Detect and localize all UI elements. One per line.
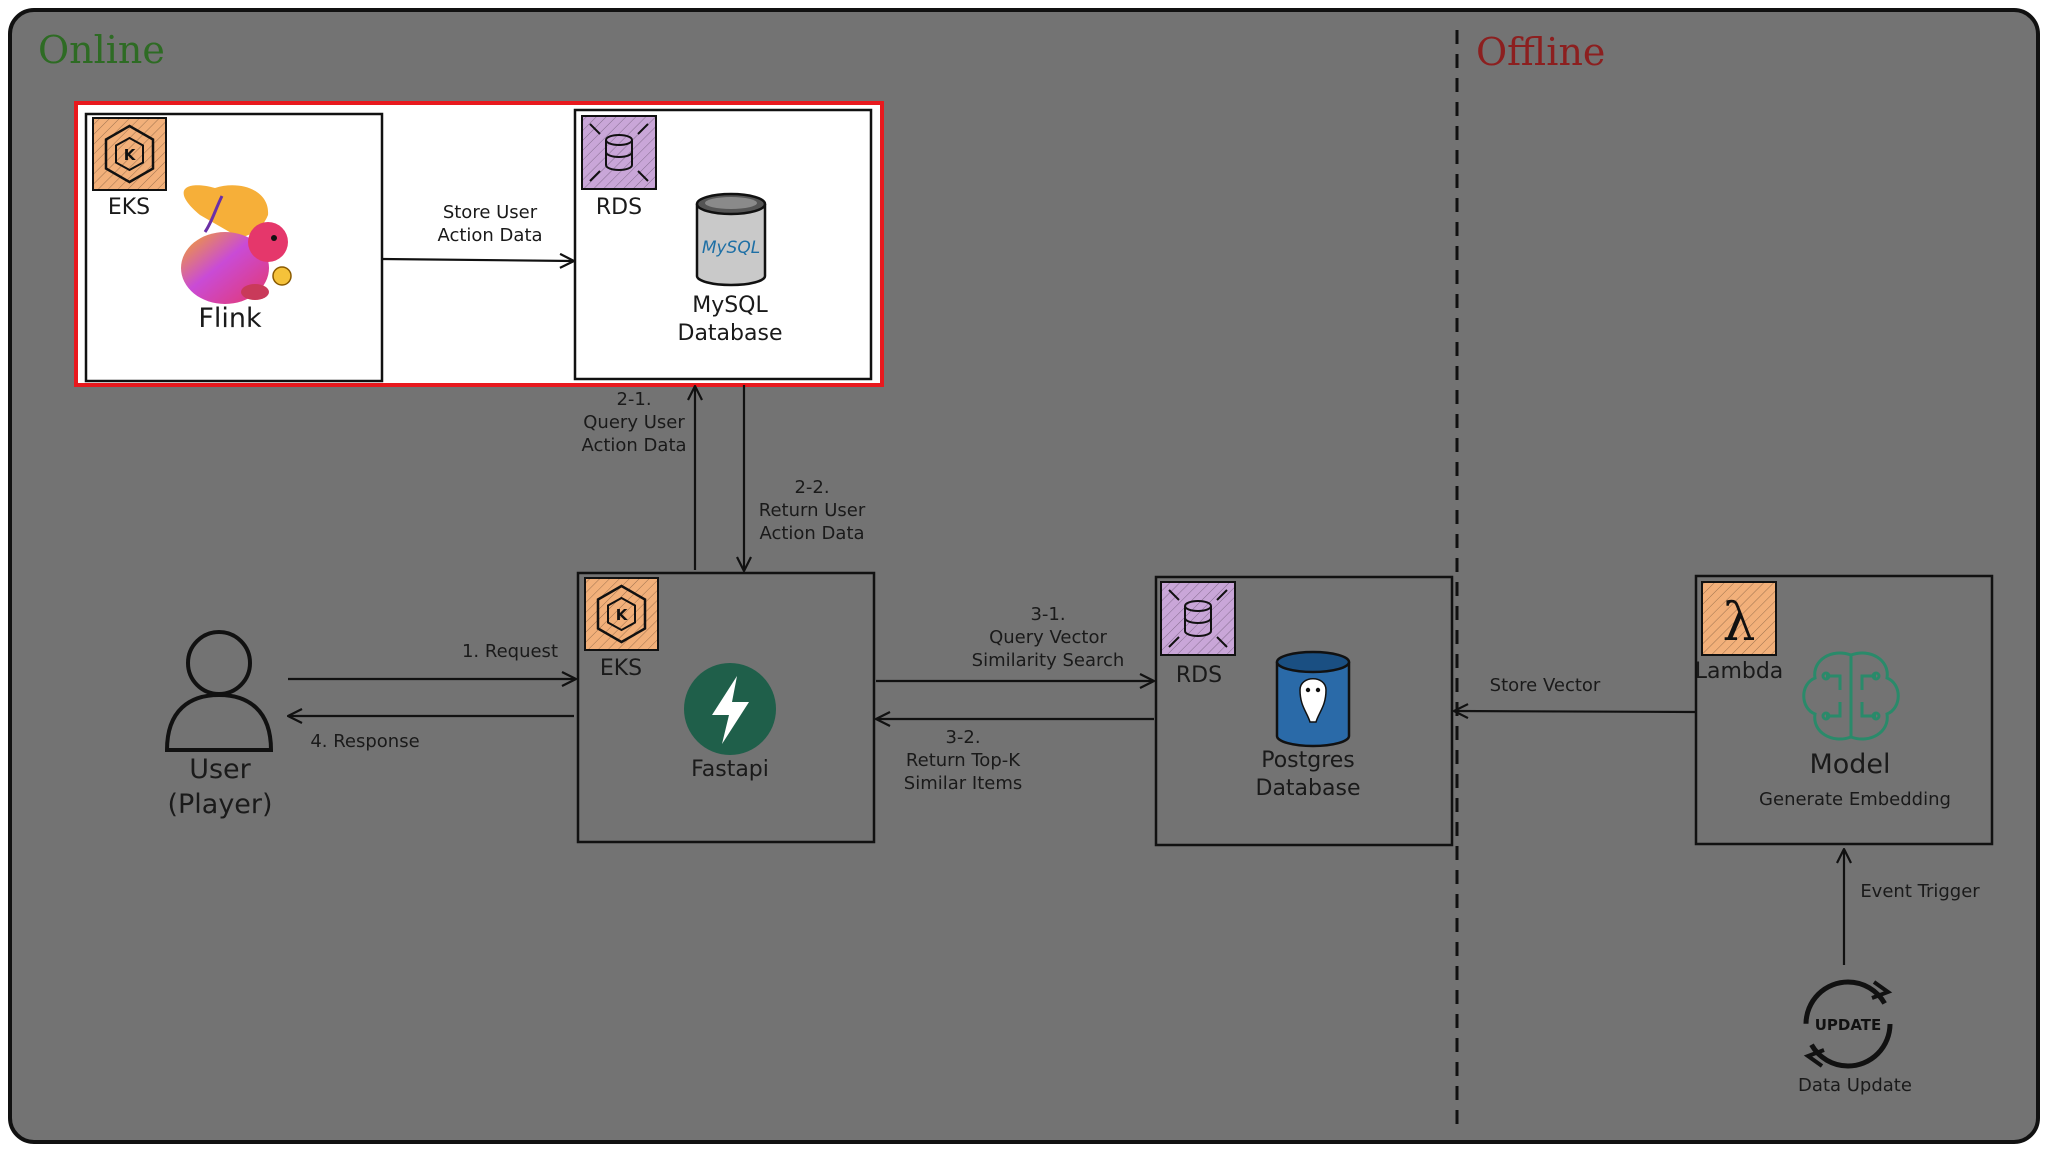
flink-logo-icon: [181, 185, 292, 304]
flink-name: Flink: [198, 303, 262, 334]
svg-text:K: K: [124, 146, 137, 164]
online-section-title: Online: [38, 28, 165, 72]
svg-text:UPDATE: UPDATE: [1815, 1016, 1882, 1034]
edges: [288, 259, 1844, 965]
rds-icon: [581, 115, 657, 190]
edge-label-store-action: Store User Action Data: [437, 202, 543, 247]
mysql-badge-label: RDS: [595, 195, 643, 220]
lambda-icon: λ: [1701, 581, 1777, 656]
update-icon: UPDATE: [1803, 979, 1893, 1069]
user-icon: [164, 630, 274, 752]
model-box: [1694, 574, 1994, 846]
edge-label-request: 1. Request: [461, 641, 558, 662]
edge-label-return-action: 2-2. Return User Action Data: [758, 477, 866, 545]
edge-label-store-vector: Store Vector: [1489, 675, 1601, 696]
mysql-logo-icon: MySQL: [695, 192, 767, 287]
eks-icon: K: [584, 577, 659, 651]
flink-badge-label: EKS: [107, 195, 151, 220]
fastapi-badge-label: EKS: [599, 656, 643, 681]
mysql-name: MySQL Database: [677, 293, 783, 347]
edge-label-query-vector: 3-1. Query Vector Similarity Search: [971, 604, 1125, 672]
svg-text:MySQL: MySQL: [702, 238, 760, 258]
svg-text:λ: λ: [1723, 593, 1756, 653]
offline-section-title: Offline: [1476, 30, 1606, 74]
user-name: User (Player): [167, 754, 273, 820]
postgres-logo-icon: [1275, 650, 1351, 748]
data-update-label: Data Update: [1798, 1075, 1912, 1096]
edge-label-query-action: 2-1. Query User Action Data: [581, 389, 687, 457]
fastapi-box: [576, 571, 876, 844]
rds-icon: [1160, 581, 1236, 656]
eks-icon: K: [92, 117, 167, 191]
model-name: Model: [1809, 749, 1891, 780]
postgres-name: Postgres Database: [1255, 748, 1361, 802]
lambda-badge-label: Lambda: [1694, 659, 1784, 684]
postgres-box: [1154, 575, 1454, 847]
edge-store-vector: [1455, 711, 1696, 712]
svg-text:K: K: [616, 606, 629, 624]
model-brain-icon: [1802, 651, 1900, 741]
fastapi-logo-icon: [684, 663, 776, 755]
edge-store-action: [381, 259, 573, 261]
postgres-badge-label: RDS: [1175, 663, 1223, 688]
edge-label-return-topk: 3-2. Return Top-K Similar Items: [903, 727, 1023, 795]
edge-label-response: 4. Response: [310, 731, 420, 752]
edge-label-event-trigger: Event Trigger: [1860, 881, 1980, 902]
fastapi-name: Fastapi: [691, 757, 769, 782]
model-subtitle: Generate Embedding: [1759, 789, 1951, 810]
